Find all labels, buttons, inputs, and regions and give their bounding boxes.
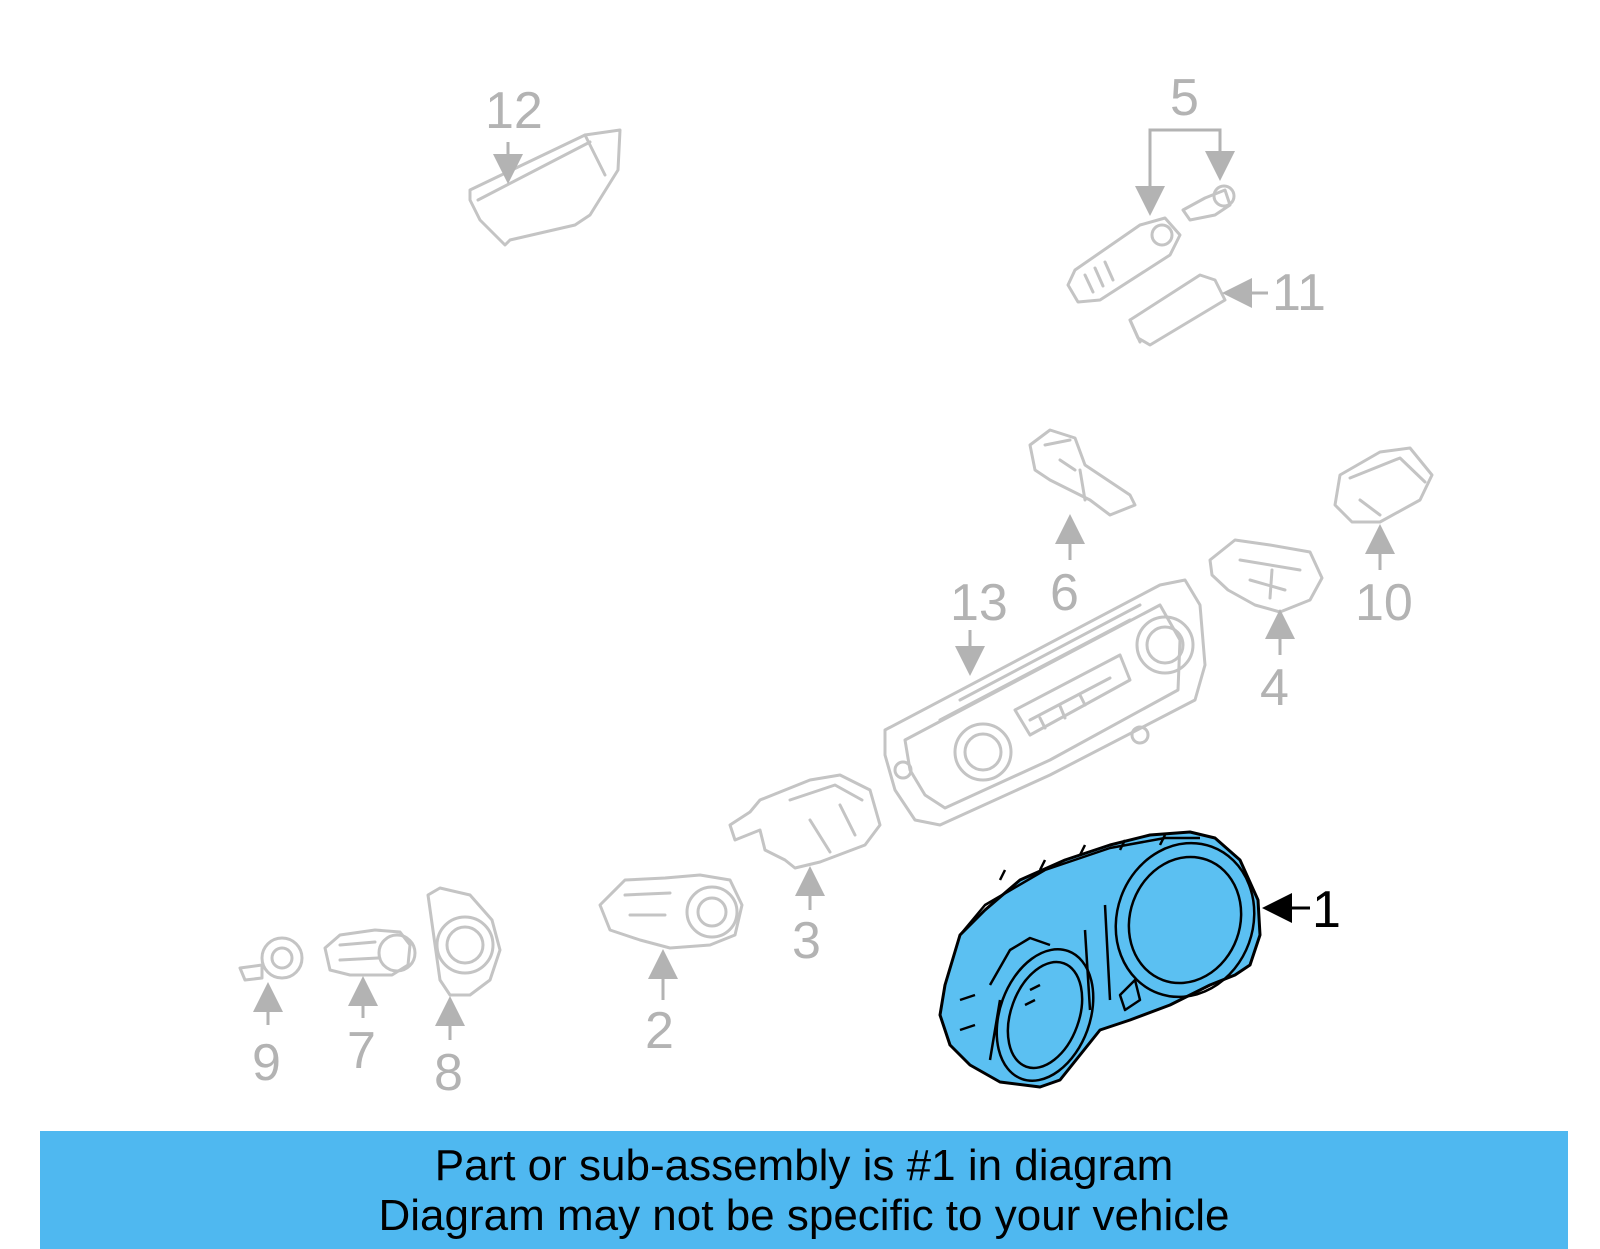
callout-3: 3	[792, 912, 821, 970]
part-12-trim-panel: 12	[468, 82, 622, 247]
callout-8: 8	[434, 1044, 463, 1102]
callout-5: 5	[1170, 69, 1199, 127]
part-4-switch: 4	[1208, 538, 1324, 717]
part-2-headlamp-switch: 2	[598, 873, 744, 1060]
part-3-switch: 3	[728, 773, 882, 970]
callout-13: 13	[950, 574, 1008, 632]
part-9-clip: 9	[238, 936, 304, 1092]
callout-4: 4	[1260, 659, 1289, 717]
part-1-instrument-cluster: 1	[938, 830, 1341, 1089]
callout-9: 9	[252, 1034, 281, 1092]
callout-1: 1	[1312, 881, 1341, 939]
part-11-bulb: 11	[1128, 264, 1326, 347]
callout-10: 10	[1355, 574, 1413, 632]
callout-7: 7	[347, 1022, 376, 1080]
part-13-climate-control-panel: 13	[883, 574, 1207, 827]
part-8-bezel: 8	[426, 886, 502, 1102]
notice-banner: Part or sub-assembly is #1 in diagram Di…	[40, 1131, 1568, 1249]
callout-12: 12	[485, 82, 543, 140]
part-6-switch: 6	[1028, 428, 1137, 622]
parts-diagram: 12 5 11 6 10 4	[238, 69, 1434, 1102]
part-5-bulb-socket: 5	[1066, 69, 1236, 304]
banner-line-1: Part or sub-assembly is #1 in diagram	[434, 1141, 1174, 1190]
banner-line-2: Diagram may not be specific to your vehi…	[378, 1191, 1230, 1240]
callout-2: 2	[645, 1002, 674, 1060]
callout-11: 11	[1272, 264, 1326, 322]
part-10-switch: 10	[1333, 446, 1434, 632]
callout-6: 6	[1050, 564, 1079, 622]
part-7-switch: 7	[323, 928, 417, 1080]
